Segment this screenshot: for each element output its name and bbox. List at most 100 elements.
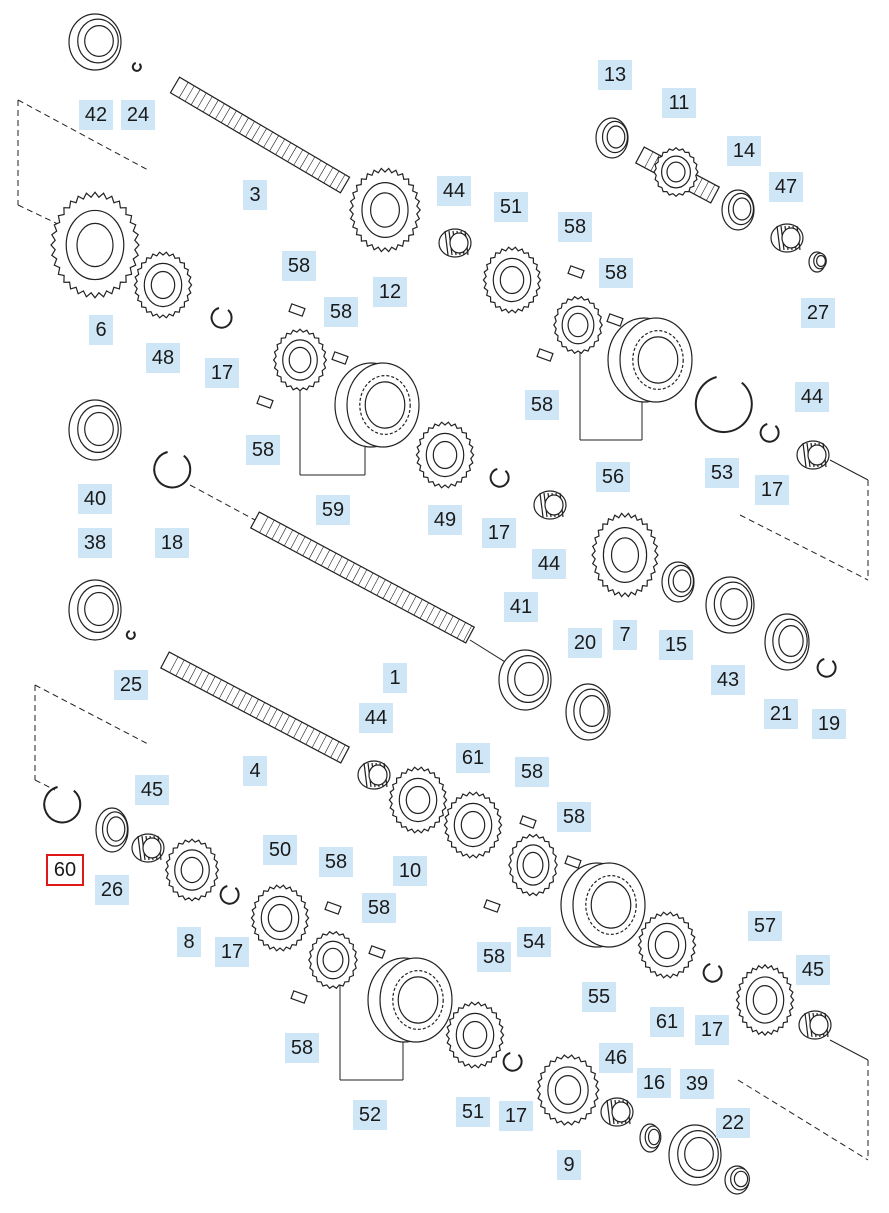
part-callout-49[interactable]: 49 (428, 505, 462, 535)
part-callout-44[interactable]: 44 (795, 382, 829, 412)
clip-25 (125, 630, 136, 640)
part-callout-11[interactable]: 11 (662, 88, 696, 118)
part-callout-16[interactable]: 16 (637, 1068, 671, 1098)
gear-54 (508, 833, 558, 897)
part-callout-58[interactable]: 58 (525, 390, 559, 420)
part-callout-13[interactable]: 13 (598, 60, 632, 90)
part-callout-55[interactable]: 55 (582, 982, 616, 1012)
part-callout-22[interactable]: 22 (716, 1108, 750, 1138)
part-callout-17[interactable]: 17 (755, 475, 789, 505)
part-callout-4[interactable]: 4 (243, 756, 267, 786)
part-callout-58[interactable]: 58 (599, 258, 633, 288)
gear-7 (591, 512, 659, 598)
key-58-7 (564, 855, 582, 869)
part-callout-45[interactable]: 45 (135, 775, 169, 805)
part-callout-46[interactable]: 46 (599, 1043, 633, 1073)
part-callout-15[interactable]: 15 (659, 630, 693, 660)
snap-17-b (489, 468, 510, 488)
gear-56-hub (553, 295, 603, 355)
part-callout-41[interactable]: 41 (504, 592, 538, 622)
gear-61-upper (443, 791, 503, 859)
sleeve-52 (367, 957, 453, 1043)
part-callout-50[interactable]: 50 (263, 835, 297, 865)
gear-11 (653, 147, 699, 197)
key-58-2 (256, 395, 274, 409)
part-callout-56[interactable]: 56 (596, 462, 630, 492)
part-callout-58[interactable]: 58 (319, 847, 353, 877)
part-callout-45[interactable]: 45 (796, 955, 830, 985)
part-callout-17[interactable]: 17 (205, 358, 239, 388)
gear-52-hub (308, 930, 358, 990)
part-callout-58[interactable]: 58 (515, 757, 549, 787)
part-callout-43[interactable]: 43 (711, 665, 745, 695)
part-callout-20[interactable]: 20 (568, 628, 602, 658)
part-callout-61[interactable]: 61 (650, 1007, 684, 1037)
part-callout-58[interactable]: 58 (282, 251, 316, 281)
part-callout-8[interactable]: 8 (177, 927, 201, 957)
sleeve-55 (560, 862, 646, 948)
part-callout-10[interactable]: 10 (393, 856, 427, 886)
part-callout-58[interactable]: 58 (246, 435, 280, 465)
input-shaft-3 (169, 76, 351, 194)
part-callout-60-selected[interactable]: 60 (46, 854, 84, 886)
part-callout-51[interactable]: 51 (456, 1097, 490, 1127)
snap-17-a (210, 307, 233, 329)
part-callout-38[interactable]: 38 (78, 528, 112, 558)
key-58-0 (288, 303, 306, 317)
part-callout-17[interactable]: 17 (695, 1015, 729, 1045)
part-callout-58[interactable]: 58 (477, 942, 511, 972)
part-callout-53[interactable]: 53 (705, 458, 739, 488)
part-callout-26[interactable]: 26 (95, 875, 129, 905)
part-callout-47[interactable]: 47 (769, 172, 803, 202)
snap-ring-53 (694, 376, 753, 434)
part-callout-18[interactable]: 18 (155, 528, 189, 558)
part-callout-14[interactable]: 14 (727, 136, 761, 166)
output-shaft-4 (159, 651, 351, 764)
part-callout-58[interactable]: 58 (324, 297, 358, 327)
needle-44-b (533, 490, 567, 520)
part-callout-59[interactable]: 59 (316, 495, 350, 525)
gear-49 (415, 421, 475, 489)
part-callout-1[interactable]: 1 (383, 663, 407, 693)
bearing-42 (68, 13, 122, 71)
part-callout-44[interactable]: 44 (532, 549, 566, 579)
part-callout-52[interactable]: 52 (353, 1100, 387, 1130)
part-callout-58[interactable]: 58 (558, 212, 592, 242)
part-callout-42[interactable]: 42 (79, 100, 113, 130)
bearing-38 (68, 579, 122, 641)
part-callout-19[interactable]: 19 (812, 709, 846, 739)
part-callout-48[interactable]: 48 (146, 343, 180, 373)
part-callout-54[interactable]: 54 (517, 927, 551, 957)
part-callout-17[interactable]: 17 (499, 1101, 533, 1131)
gear-6 (50, 191, 140, 299)
snap-17-e (502, 1052, 523, 1072)
shim-22 (724, 1165, 750, 1195)
part-callout-58[interactable]: 58 (557, 802, 591, 832)
part-callout-17[interactable]: 17 (215, 937, 249, 967)
part-callout-39[interactable]: 39 (680, 1069, 714, 1099)
needle-45-a (131, 833, 165, 863)
part-callout-12[interactable]: 12 (373, 277, 407, 307)
part-callout-17[interactable]: 17 (482, 518, 516, 548)
part-callout-51[interactable]: 51 (494, 192, 528, 222)
gear-61-lower (637, 911, 697, 979)
part-callout-21[interactable]: 21 (764, 699, 798, 729)
part-callout-27[interactable]: 27 (801, 298, 835, 328)
part-callout-24[interactable]: 24 (121, 100, 155, 130)
part-callout-58[interactable]: 58 (285, 1033, 319, 1063)
part-callout-58[interactable]: 58 (362, 893, 396, 923)
part-callout-25[interactable]: 25 (114, 670, 148, 700)
part-callout-57[interactable]: 57 (748, 911, 782, 941)
part-callout-44[interactable]: 44 (437, 176, 471, 206)
part-callout-44[interactable]: 44 (359, 703, 393, 733)
needle-46 (600, 1097, 634, 1127)
needle-44-d (357, 760, 391, 790)
part-callout-7[interactable]: 7 (613, 620, 637, 650)
part-callout-40[interactable]: 40 (78, 484, 112, 514)
washer-15 (661, 561, 695, 603)
part-callout-6[interactable]: 6 (89, 315, 113, 345)
part-callout-3[interactable]: 3 (243, 180, 267, 210)
part-callout-61[interactable]: 61 (456, 743, 490, 773)
part-callout-9[interactable]: 9 (557, 1150, 581, 1180)
